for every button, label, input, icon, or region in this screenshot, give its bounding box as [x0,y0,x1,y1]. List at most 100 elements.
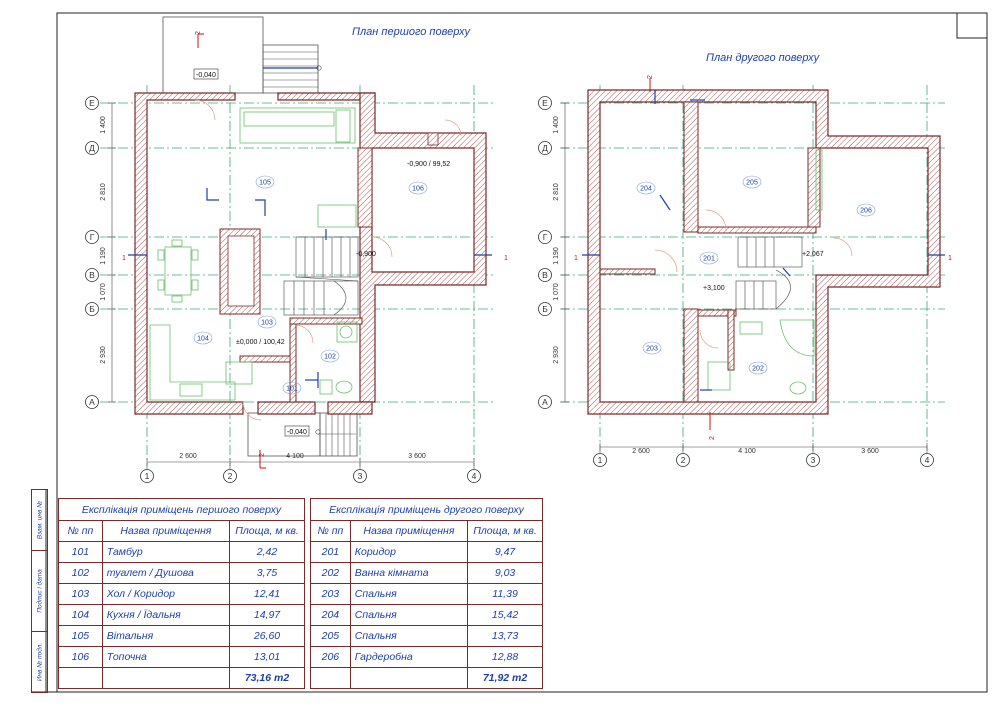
table2-header-num: № пп [310,520,351,542]
dimension-vertical: 1 190 [553,247,560,265]
section-mark: 2 [647,75,654,79]
axis-number-bubble [806,453,820,467]
axis-letter-bubble [85,141,99,155]
level-mark: +3,100 [703,285,725,292]
axis-number-bubble [593,453,607,467]
axis-letter-bubble [538,141,552,155]
axis-number: 4 [925,455,930,465]
axis-letter: Г [543,232,548,242]
section-mark: 1 [948,255,952,262]
plan1-drawing [100,16,495,470]
dimension-vertical: 1 400 [100,116,107,134]
axis-letter: А [542,397,548,407]
level-mark: +2,067 [802,251,824,258]
room-tag-ring [636,181,656,195]
axis-letter-bubble [85,96,99,110]
level-mark: -0,900 [356,251,376,258]
level-mark: -0,900 / 99,52 [407,161,450,168]
axis-letter: А [89,397,95,407]
axis-letter-bubble [85,395,99,409]
room-number: 206 [860,208,872,215]
axis-number-bubble [676,453,690,467]
dimension-vertical: 2 810 [553,183,560,201]
table2-header-area: Площа, м кв. [467,520,543,542]
axis-letter-bubble [538,96,552,110]
section-mark: 2 [259,453,266,457]
table1-caption: Експлікація приміщень першого поверху [58,498,305,521]
room-tag-ring [320,349,340,363]
room-tag-ring [255,175,275,189]
table2-total: 71,92 m2 [467,667,543,689]
room-tag-ring [742,175,762,189]
axis-number-bubble [140,469,154,483]
axis-number: 4 [472,471,477,481]
dimension-vertical: 2 930 [553,346,560,364]
table1-header-num: № пп [58,520,103,542]
room-tag-ring [282,381,302,395]
dimension-horizontal: 3 600 [408,453,426,460]
axis-number-bubble [467,469,481,483]
axis-letter: Е [89,98,95,108]
axis-letter: Г [90,232,95,242]
axis-letter: Е [542,98,548,108]
room-number: 204 [640,186,652,193]
room-tag-ring [642,341,662,355]
room-tag-ring [699,251,719,265]
dimension-vertical: 2 810 [100,183,107,201]
dimension-vertical: 2 930 [100,346,107,364]
axis-letter: В [89,270,95,280]
plan2-drawing [560,78,945,455]
table2-caption: Експлікація приміщень другого поверху [310,498,543,521]
dimension-horizontal: 2 600 [632,448,650,455]
room-tag-ring [257,315,277,329]
section-mark: 1 [122,255,126,262]
room-number: 103 [261,320,273,327]
section-mark: 2 [195,31,202,35]
axis-number-bubble [223,469,237,483]
plan2-title: План другого поверху [706,52,820,64]
axis-letter-bubble [85,302,99,316]
axis-letter-bubble [538,230,552,244]
axis-letter: Б [89,304,95,314]
side-label-signature: Подпис і дата [31,550,48,632]
table1-total: 73,16 m2 [229,667,305,689]
room-tag-ring [856,203,876,217]
plan1-title: План першого поверху [352,26,470,38]
table1-header-area: Площа, м кв. [229,520,305,542]
dimension-horizontal: 3 600 [861,448,879,455]
dimension-vertical: 1 070 [100,283,107,301]
room-number: 104 [197,336,209,343]
dimension-vertical: 1 070 [553,283,560,301]
room-number: 202 [752,366,764,373]
level-mark: ±0,000 / 100,42 [236,339,285,346]
section-mark: 1 [574,255,578,262]
axis-number: 1 [145,471,150,481]
axis-letter-bubble [538,302,552,316]
axis-number: 2 [228,471,233,481]
explication-table-floor2: Експлікація приміщень другого поверху № … [310,498,543,689]
section-mark: 2 [709,436,716,440]
room-number: 203 [646,346,658,353]
axis-number: 3 [358,471,363,481]
axis-letter: Д [89,143,95,153]
level-mark: -0,040 [196,72,216,79]
room-number: 102 [324,354,336,361]
axis-number: 2 [681,455,686,465]
axis-letter: В [542,270,548,280]
side-label-replacement: Взам. инв № [31,489,48,551]
table1-header-name: Назва приміщення [101,520,231,542]
room-tag-ring [408,181,428,195]
room-tag-ring [748,361,768,375]
section-mark: 1 [504,255,508,262]
